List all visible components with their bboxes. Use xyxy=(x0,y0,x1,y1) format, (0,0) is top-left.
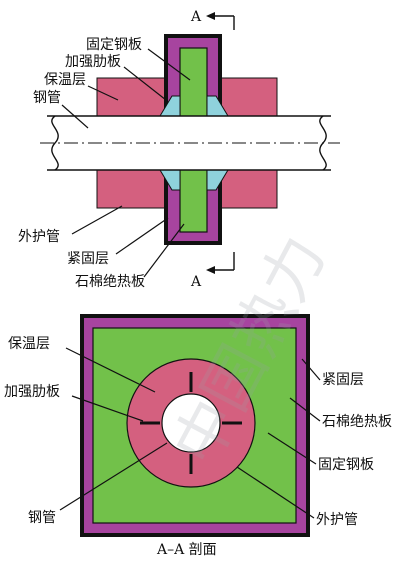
label-steel-pipe: 钢管 xyxy=(33,90,61,106)
section-mark-bottom: A xyxy=(190,274,202,290)
label-fixed-plate-section: 固定钢板 xyxy=(318,457,374,473)
label-steel-pipe-section: 钢管 xyxy=(28,510,56,526)
label-fixed-plate: 固定钢板 xyxy=(86,37,142,53)
section-marker-bottom: A xyxy=(190,252,235,290)
section-marker-top: A xyxy=(190,9,235,30)
label-outer-pipe-section: 外护管 xyxy=(316,512,358,528)
section-mark-top: A xyxy=(190,9,202,25)
steel-pipe-section xyxy=(161,393,221,453)
cross-section-view: 保温层 加强肋板 钢管 紧固层 石棉绝热板 固定钢板 外护管 A–A 剖面 xyxy=(4,314,392,558)
label-fastening: 紧固层 xyxy=(67,251,109,267)
label-asbestos-board-section: 石棉绝热板 xyxy=(322,413,392,430)
steel-pipe-side xyxy=(40,115,340,171)
label-rib-plate: 加强肋板 xyxy=(65,54,121,70)
longitudinal-view: A A 固定钢板 加强肋板 保温层 钢管 外护管 紧固层 石棉绝热板 xyxy=(18,9,340,290)
label-asbestos-board: 石棉绝热板 xyxy=(75,273,145,290)
label-outer-pipe: 外护管 xyxy=(18,229,60,245)
label-insulation: 保温层 xyxy=(44,72,86,88)
label-fastening-section: 紧固层 xyxy=(322,372,364,388)
section-caption: A–A 剖面 xyxy=(156,542,217,558)
label-insulation-section: 保温层 xyxy=(8,336,50,352)
label-rib-plate-section: 加强肋板 xyxy=(4,384,60,400)
